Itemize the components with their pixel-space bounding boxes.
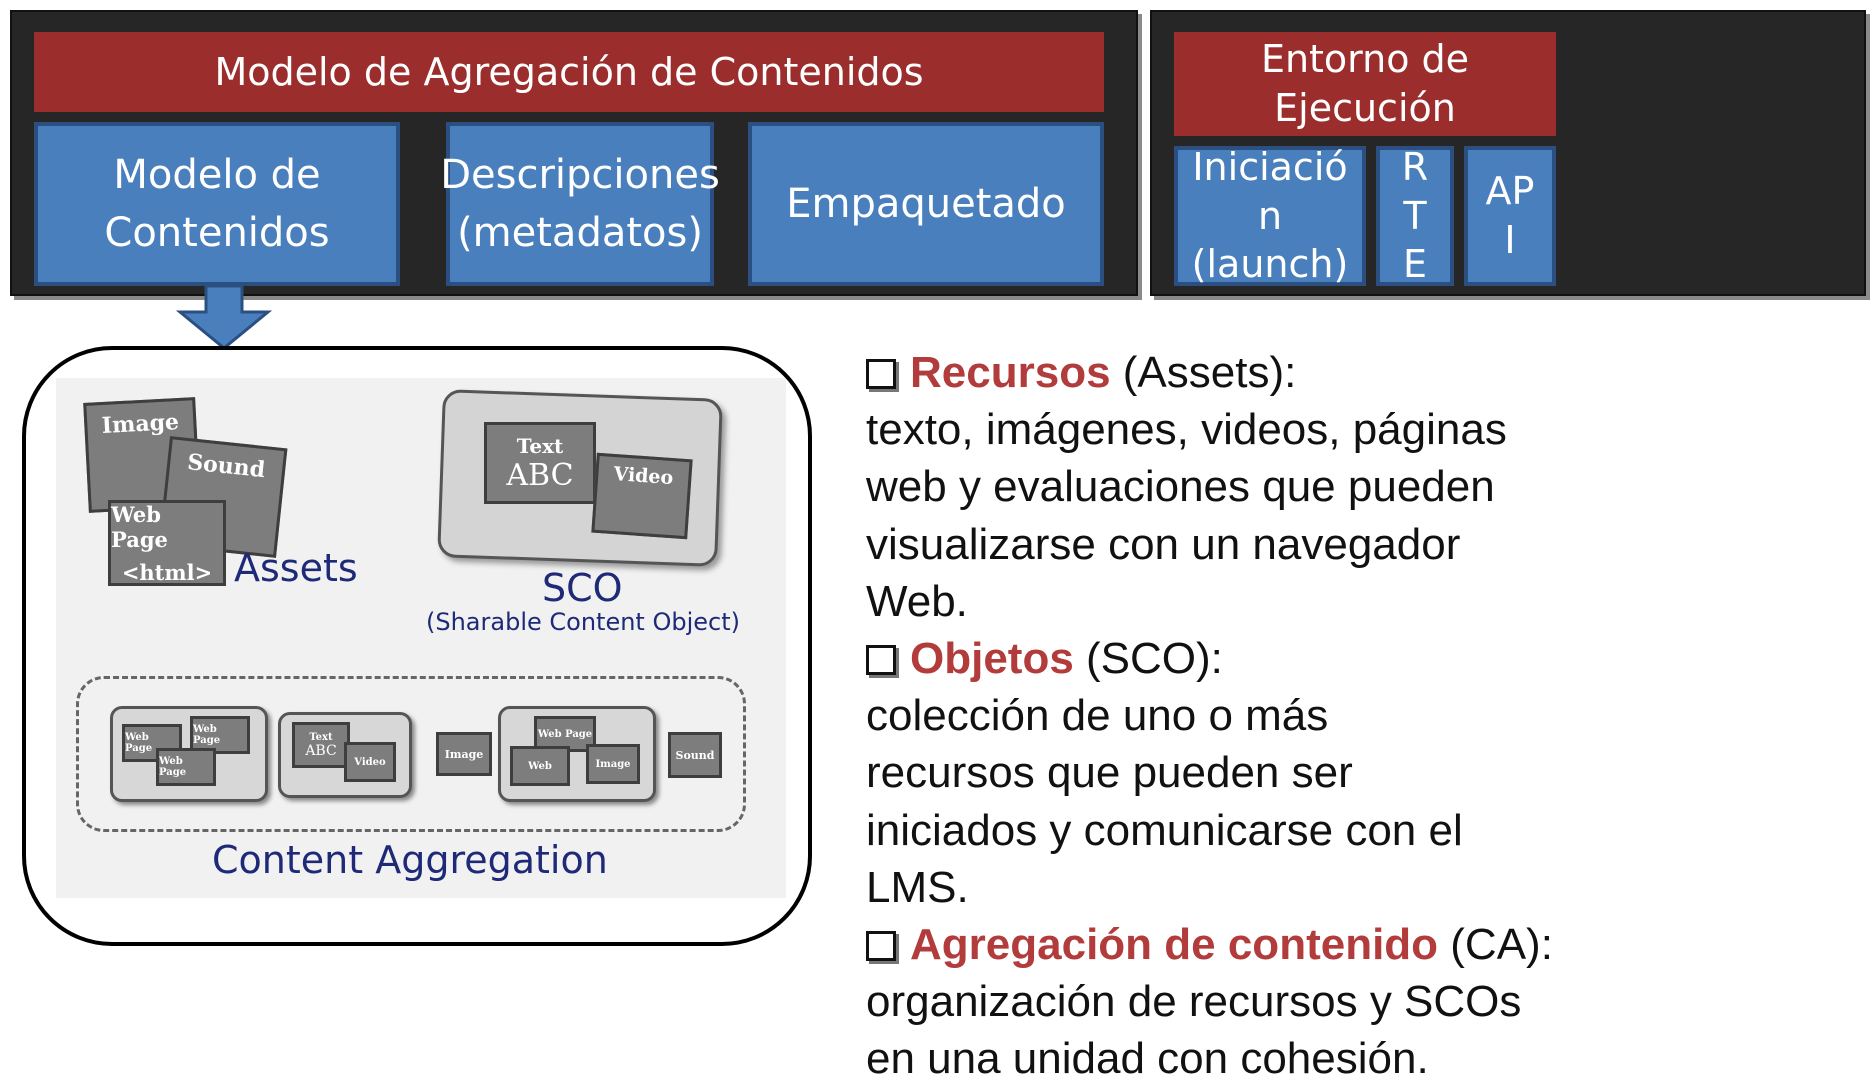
aggregation-image-icon-2: Image [586,744,640,784]
aggregation-image-icon: Image [436,732,492,776]
checkbox-bullet-icon [866,644,896,675]
assets-caption: Assets [234,546,358,590]
sco-subcaption: (Sharable Content Object) [426,608,740,636]
webpage-tag-label: Web Page [111,501,168,552]
down-arrow-icon [176,286,272,350]
checkbox-bullet-icon [866,930,896,961]
aggregation-tag-6: Video [354,756,386,768]
aggregation-tag-7: Image [444,747,484,761]
text-tag-label: Text [516,433,564,458]
aggregation-tag-11: Sound [675,748,715,762]
aggregation-tag-1: Web Page [125,732,153,754]
aggregation-tag-5: ABC [305,742,337,759]
objects-abbr: (SCO): [1086,633,1223,683]
aggregation-tag-2: Web Page [193,724,221,746]
image-tag-label: Image [101,409,180,440]
checkbox-bullet-icon [866,359,896,389]
content-aggregation-caption: Content Aggregation [212,838,608,882]
description-list: Recursos (Assets): texto, imágenes, vide… [866,344,1856,1087]
aggregation-tag-4: Text [309,731,333,743]
metadata-box: Descripciones (metadatos) [440,122,720,286]
aggregation-webpage-icon-2: Web Page [190,716,250,754]
resources-abbr: (Assets): [1122,348,1297,397]
runtime-title: Entorno de Ejecución [1174,32,1556,136]
aggregation-model-title: Modelo de Agregación de Contenidos [34,32,1104,112]
html-tag-label: <html> [121,559,213,585]
launch-box: Iniciació n (launch) [1174,145,1366,286]
aggregation-tag-9: Web [528,760,552,772]
webpage-asset-icon: Web Page <html> [108,500,226,586]
sound-tag-label: Sound [186,449,267,484]
video-asset-icon: Video [591,452,693,540]
aggregation-tag-8: Web Page [537,728,593,740]
aggregation-webpage-icon-3: Web Page [156,748,216,786]
rte-box: R T E [1376,145,1454,286]
aggregation-text-icon: Text ABC [292,722,350,768]
api-box: AP I [1464,146,1556,286]
content-model-box: Modelo de Contenidos [34,122,400,286]
illustration-frame: Image Sound Web Page <html> Assets Text … [22,346,812,946]
sco-caption: SCO [542,566,623,610]
item-resources: Recursos (Assets): [866,344,1856,401]
aggregation-web-icon: Web [510,746,570,786]
aggregation-video-icon: Video [344,742,396,782]
aggregation-tag-3: Web Page [159,756,187,778]
aggregation-dashed-frame [76,676,746,832]
resources-term: Recursos [910,348,1111,397]
video-tag-label: Video [612,462,674,490]
packaging-box: Empaquetado [748,122,1104,286]
aggregation-sound-icon: Sound [668,732,722,778]
item-aggregation: Agregación de contenido (CA): [866,916,1856,973]
objects-term: Objetos [910,633,1074,683]
item-objects: Objetos (SCO): [866,630,1856,687]
aggregation-term: Agregación de contenido [910,919,1439,969]
abc-tag-label: ABC [506,457,574,493]
objects-description: colección de uno o más recursos que pued… [866,691,1463,912]
aggregation-abbr: (CA): [1450,919,1553,969]
text-asset-icon: Text ABC [484,422,596,504]
aggregation-tag-10: Image [595,758,631,770]
resources-description: texto, imágenes, videos, páginas web y e… [866,405,1507,626]
aggregation-description: organización de recursos y SCOs en una u… [866,977,1522,1084]
